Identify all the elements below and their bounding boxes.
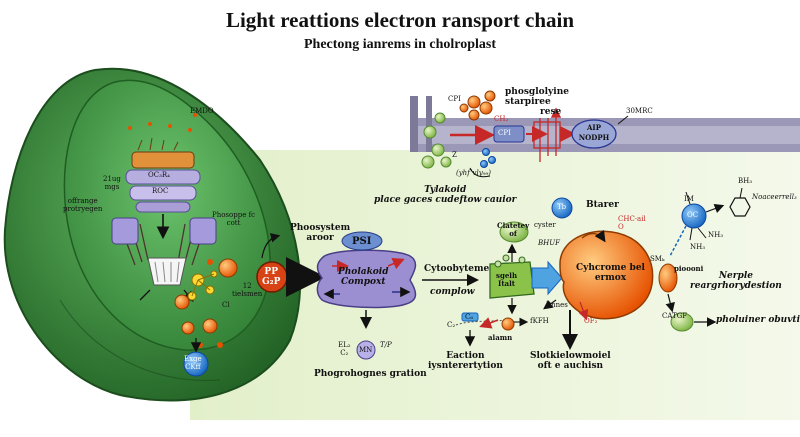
psi-node: [341, 231, 383, 251]
label-phosystem: Phoosystem aroor: [290, 223, 351, 243]
tb-node: [551, 197, 573, 219]
label-cpi: CPI: [498, 129, 511, 137]
label-bnnes: Bnnes: [546, 301, 568, 309]
label-btarer: Btarer: [586, 200, 619, 210]
label-tylakoid: Tylakoid place gaces cudeftow cauior: [374, 185, 517, 205]
label-phogrohognes: Phogrohognes gration: [314, 369, 427, 379]
benzene-ring: [729, 197, 751, 217]
label-bhuf: BHUF: [538, 239, 561, 247]
label-c2: C₂: [447, 321, 456, 329]
label-ch2: CH₂: [494, 115, 509, 123]
label-pp-g2p: PP G₂P: [262, 267, 281, 287]
label-nh3-b: NH₃: [690, 243, 706, 251]
label-sm: SMₖ: [650, 255, 665, 263]
label-oc: OC: [687, 211, 699, 219]
label-cyhcrome: Cyhcrome bel ermox: [576, 263, 645, 283]
label-ocr: OC₃R₄: [148, 171, 170, 179]
label-pholakoid: Pholakoid Compoxt: [338, 267, 389, 287]
label-30mrc: 30MRC: [626, 107, 653, 115]
label-roc: ROC: [152, 187, 169, 195]
blue-arrow: [531, 260, 563, 296]
atp-synthase-chloro: [147, 257, 187, 286]
label-bh3: BH₃: [738, 177, 753, 185]
label-nh3-a: NH₃: [708, 231, 724, 239]
label-eaction: Eaction iysnterertytion: [428, 351, 503, 371]
label-fkfh: fKFH: [530, 317, 549, 325]
label-atp: AIP: [587, 123, 601, 132]
label-nadph: NODPH: [578, 133, 610, 142]
label-of2: OF₂: [584, 317, 598, 325]
label-el2: EL₂ C₂: [338, 341, 351, 357]
label-ygg: (yhf’vly₉₉): [456, 169, 492, 177]
label-cyster: cyster: [534, 221, 556, 229]
diagram-subtitle: Phectong ianrems in cholroplast: [304, 37, 496, 52]
label-offrange: offrange protryegen: [63, 197, 103, 213]
label-tielsmen: 12 tielsmen: [232, 282, 263, 298]
label-gelh: sgelh Italt: [496, 271, 518, 288]
label-z: Z: [452, 151, 457, 159]
label-cpi-top: CPI: [448, 95, 461, 103]
label-mgs: 21ug mgs: [103, 175, 121, 191]
label-phosglolyine: phosglolyine starpiree: [505, 87, 569, 107]
label-clatetey: Clatetey of: [497, 221, 530, 238]
oc-node: [681, 203, 707, 229]
label-mn: MN: [359, 346, 373, 354]
label-complow: complow: [430, 287, 475, 297]
label-pholuiner: pholuiner obuvtied: [716, 315, 800, 325]
green-cluster: [421, 112, 452, 169]
atp-nadph-node: [571, 119, 617, 149]
chloroplast-inner: [63, 79, 271, 351]
catgf-node: [670, 312, 694, 332]
label-cl: Cl: [222, 301, 230, 309]
orange-cluster: [459, 90, 496, 121]
label-alamn: alamn: [488, 333, 513, 342]
label-emdo: EMDO: [190, 107, 214, 115]
label-im: IM: [684, 195, 694, 203]
label-tp: T/P: [380, 341, 392, 349]
label-phosoppe: Phosoppe fc cott: [212, 211, 256, 227]
label-cytoobyteme: Cytoobyteme: [424, 264, 490, 274]
label-pioooni: pioooni: [674, 264, 704, 273]
label-psi: PSI: [352, 236, 372, 247]
cpi-box: [493, 125, 525, 143]
label-rese: rese: [540, 107, 562, 117]
label-slotkielowmoiel: Slotkielowmoiel oft e auchisn: [530, 351, 611, 371]
label-noaceerrell: Noaceerrell₃: [752, 193, 797, 201]
label-nerple: Nerple reargrhorydestion: [690, 271, 782, 291]
clatetey-node: [499, 221, 529, 243]
label-tb: Tb: [557, 203, 567, 211]
label-c6: C₆: [465, 313, 474, 321]
label-catgf: CATGF: [662, 312, 688, 320]
label-exge: Exge CKff: [184, 355, 202, 371]
gelh-complex: [489, 261, 535, 299]
yellow-molecules: [187, 270, 218, 301]
grana-stack: [125, 113, 201, 213]
label-chc: CHC·ail O: [618, 215, 646, 231]
diagram-title: Light reattions electron ransport chain: [225, 8, 575, 32]
orange-pod: [658, 263, 678, 293]
mn-node: [356, 340, 376, 360]
